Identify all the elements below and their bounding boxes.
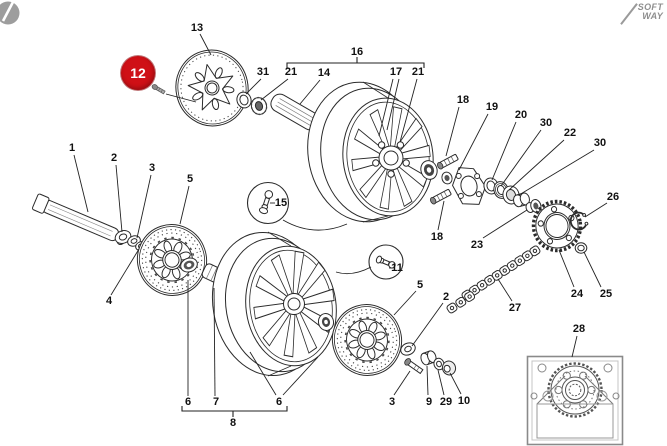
part-callout-21[interactable]: 21 xyxy=(411,66,425,78)
part-callout-31[interactable]: 31 xyxy=(256,66,270,78)
disc-hub xyxy=(180,257,198,273)
front-wheel xyxy=(211,231,337,377)
part-callout-26[interactable]: 26 xyxy=(606,191,620,203)
part-callout-13[interactable]: 13 xyxy=(190,22,204,34)
softway-logo-line2: WAY xyxy=(642,11,663,21)
washer xyxy=(433,357,445,371)
inset-detail-box xyxy=(526,355,624,446)
highlighted-part-badge[interactable]: 12 xyxy=(121,56,155,90)
bearing xyxy=(317,313,335,331)
valve-balloon xyxy=(246,181,290,225)
part-callout-16[interactable]: 16 xyxy=(350,46,364,58)
part-callout-20[interactable]: 20 xyxy=(514,109,528,121)
part-callout-10[interactable]: 10 xyxy=(457,395,471,407)
part-callout-8[interactable]: 8 xyxy=(229,417,237,429)
front-axle xyxy=(32,193,128,246)
part-callout-2[interactable]: 2 xyxy=(110,152,118,164)
spacer xyxy=(420,350,437,366)
bushing xyxy=(441,171,453,185)
part-callout-30[interactable]: 30 xyxy=(539,117,553,129)
part-callout-22[interactable]: 22 xyxy=(563,127,577,139)
rear-wheel xyxy=(307,81,434,223)
washer xyxy=(502,185,520,205)
part-callout-28[interactable]: 28 xyxy=(572,323,586,335)
part-callout-2[interactable]: 2 xyxy=(442,291,450,303)
part-callout-17[interactable]: 17 xyxy=(389,66,403,78)
part-callout-6[interactable]: 6 xyxy=(184,396,192,408)
part-callout-11[interactable]: 11 xyxy=(391,262,403,274)
washer xyxy=(114,230,132,244)
stud-bolt xyxy=(430,188,452,205)
washer xyxy=(400,342,416,356)
washer xyxy=(236,91,252,109)
part-callout-5[interactable]: 5 xyxy=(416,279,424,291)
part-callout-7[interactable]: 7 xyxy=(212,396,220,408)
part-callout-3[interactable]: 3 xyxy=(148,162,156,174)
softway-logo: SOFT WAY xyxy=(620,2,663,25)
part-callout-24[interactable]: 24 xyxy=(570,288,584,300)
part-callout-27[interactable]: 27 xyxy=(508,302,522,314)
part-callout-19[interactable]: 19 xyxy=(485,101,499,113)
corner-disc-logo xyxy=(0,1,20,25)
part-callout-6[interactable]: 6 xyxy=(275,396,283,408)
part-callout-18[interactable]: 18 xyxy=(430,231,444,243)
sprocket-flange xyxy=(452,167,486,205)
chain xyxy=(445,244,542,315)
ring-nut xyxy=(250,96,268,116)
valve-balloon xyxy=(368,244,404,280)
disc-screw xyxy=(151,84,166,95)
stud-bolt xyxy=(437,153,459,170)
part-callout-29[interactable]: 29 xyxy=(439,396,453,408)
part-callout-5[interactable]: 5 xyxy=(186,173,194,185)
part-callout-9[interactable]: 9 xyxy=(425,396,433,408)
part-callout-25[interactable]: 25 xyxy=(599,288,613,300)
part-callout-14[interactable]: 14 xyxy=(317,67,331,79)
bearing xyxy=(420,160,438,180)
part-callout-21[interactable]: 21 xyxy=(284,66,298,78)
part-callout-30[interactable]: 30 xyxy=(593,137,607,149)
part-callout-15[interactable]: 15 xyxy=(274,197,288,209)
bolt xyxy=(404,358,424,375)
part-callout-3[interactable]: 3 xyxy=(388,396,396,408)
rear-brake-disc xyxy=(175,49,249,127)
part-callout-23[interactable]: 23 xyxy=(470,239,484,251)
spacer xyxy=(512,192,530,208)
softway-logo-line1: SOFT xyxy=(637,2,663,12)
part-callout-1[interactable]: 1 xyxy=(68,142,76,154)
nut xyxy=(574,242,588,254)
part-callout-4[interactable]: 4 xyxy=(105,295,113,307)
part-callout-18[interactable]: 18 xyxy=(456,94,470,106)
